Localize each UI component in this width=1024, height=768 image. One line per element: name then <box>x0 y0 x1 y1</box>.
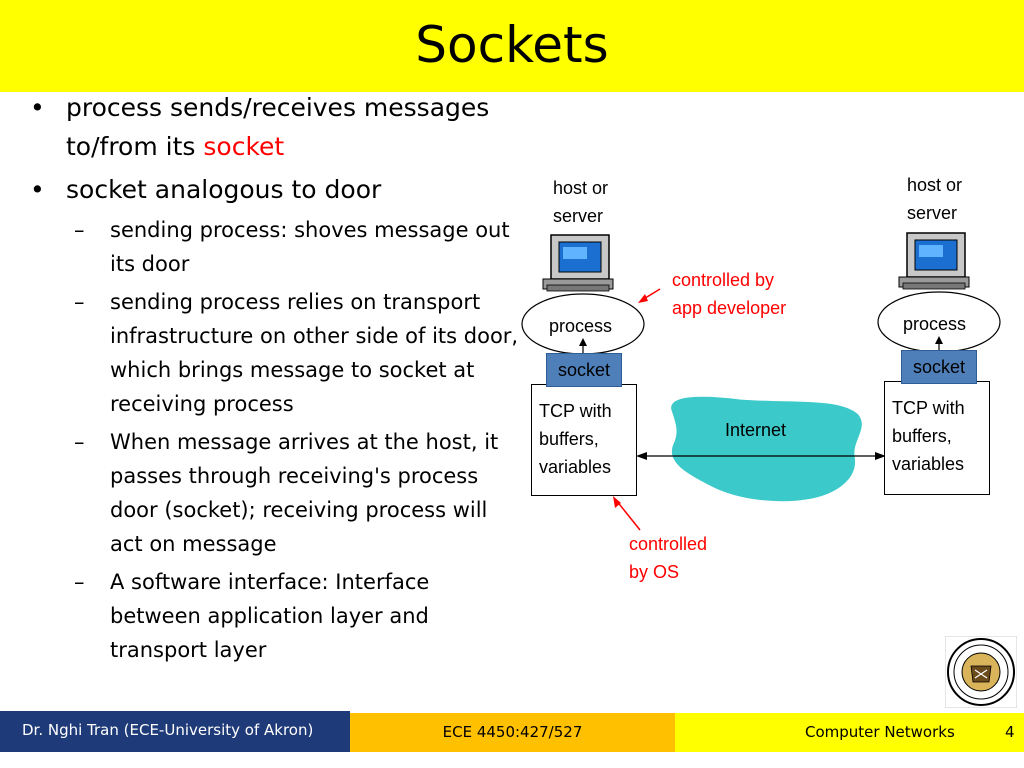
sub-bullet-item: – sending process: shoves message out it… <box>30 213 520 281</box>
sub-bullet-item: – When message arrives at the host, it p… <box>30 425 520 561</box>
socket-box: socket <box>546 353 622 387</box>
tcp-line: TCP with <box>892 398 965 418</box>
bullet-marker: • <box>30 175 45 204</box>
bullet-item: • socket analogous to door <box>30 170 520 209</box>
dash-marker: – <box>74 218 85 242</box>
slide-title: Sockets <box>415 16 609 74</box>
sub-bullet-text: sending process relies on transport infr… <box>110 290 519 416</box>
bullet-text: socket analogous to door <box>66 175 382 204</box>
footer-author: Dr. Nghi Tran (ECE-University of Akron) <box>0 711 350 752</box>
annotation-arrow <box>615 499 641 531</box>
annotation-line: app developer <box>672 298 787 318</box>
host-label-line: server <box>907 203 958 223</box>
annotation-app-developer: controlled by app developer <box>672 266 786 322</box>
tcp-box: TCP with buffers, variables <box>531 384 637 496</box>
process-label: process <box>903 314 967 334</box>
annotation-line: controlled by <box>672 270 775 290</box>
bullet-highlight: socket <box>203 132 285 161</box>
sub-bullet-item: – A software interface: Interface betwee… <box>30 565 520 667</box>
sub-bullet-text: sending process: shoves message out its … <box>110 218 510 276</box>
host-label-line: host or <box>553 178 609 198</box>
dash-marker: – <box>74 570 85 594</box>
annotation-line: controlled <box>629 534 708 554</box>
sub-bullet-text: When message arrives at the host, it pas… <box>110 430 499 556</box>
tcp-line: variables <box>892 454 965 474</box>
bullet-item: • process sends/receives messages to/fro… <box>30 88 520 166</box>
internet-cloud <box>671 396 862 502</box>
annotation-line: by OS <box>629 562 680 582</box>
title-bar <box>0 0 1024 92</box>
bullet-marker: • <box>30 93 45 122</box>
host-label-line: server <box>553 206 604 226</box>
bullet-text: process sends/receives messages to/from … <box>66 93 490 161</box>
dash-marker: – <box>74 290 85 314</box>
tcp-line: buffers, <box>892 426 952 446</box>
footer-course: ECE 4450:427/527 <box>350 713 675 752</box>
process-label: process <box>549 316 613 336</box>
tcp-line: TCP with <box>539 401 612 421</box>
university-seal-logo <box>945 636 1017 708</box>
sub-bullet-item: – sending process relies on transport in… <box>30 285 520 421</box>
annotation-arrow <box>641 288 661 301</box>
tcp-line: buffers, <box>539 429 599 449</box>
computer-icon <box>898 232 970 290</box>
annotation-os: controlled by OS <box>629 530 707 586</box>
computer-icon <box>542 234 614 292</box>
page-number: 4 <box>1005 723 1015 741</box>
tcp-box: TCP with buffers, variables <box>884 381 990 495</box>
dash-marker: – <box>74 430 85 454</box>
footer-right-bar: Computer Networks 4 <box>675 713 1024 752</box>
tcp-line: variables <box>539 457 612 477</box>
host-label-line: host or <box>907 175 963 195</box>
arrowhead <box>638 294 648 303</box>
host-label: host or server <box>907 171 962 227</box>
arrowhead <box>613 496 621 508</box>
sub-bullet-text: A software interface: Interface between … <box>110 570 430 662</box>
host-label: host or server <box>553 174 608 230</box>
footer-topic: Computer Networks <box>805 723 955 741</box>
bullet-list: • process sends/receives messages to/fro… <box>30 88 520 667</box>
internet-label: Internet <box>725 420 787 440</box>
arrowhead <box>636 452 647 460</box>
socket-box: socket <box>901 350 977 384</box>
